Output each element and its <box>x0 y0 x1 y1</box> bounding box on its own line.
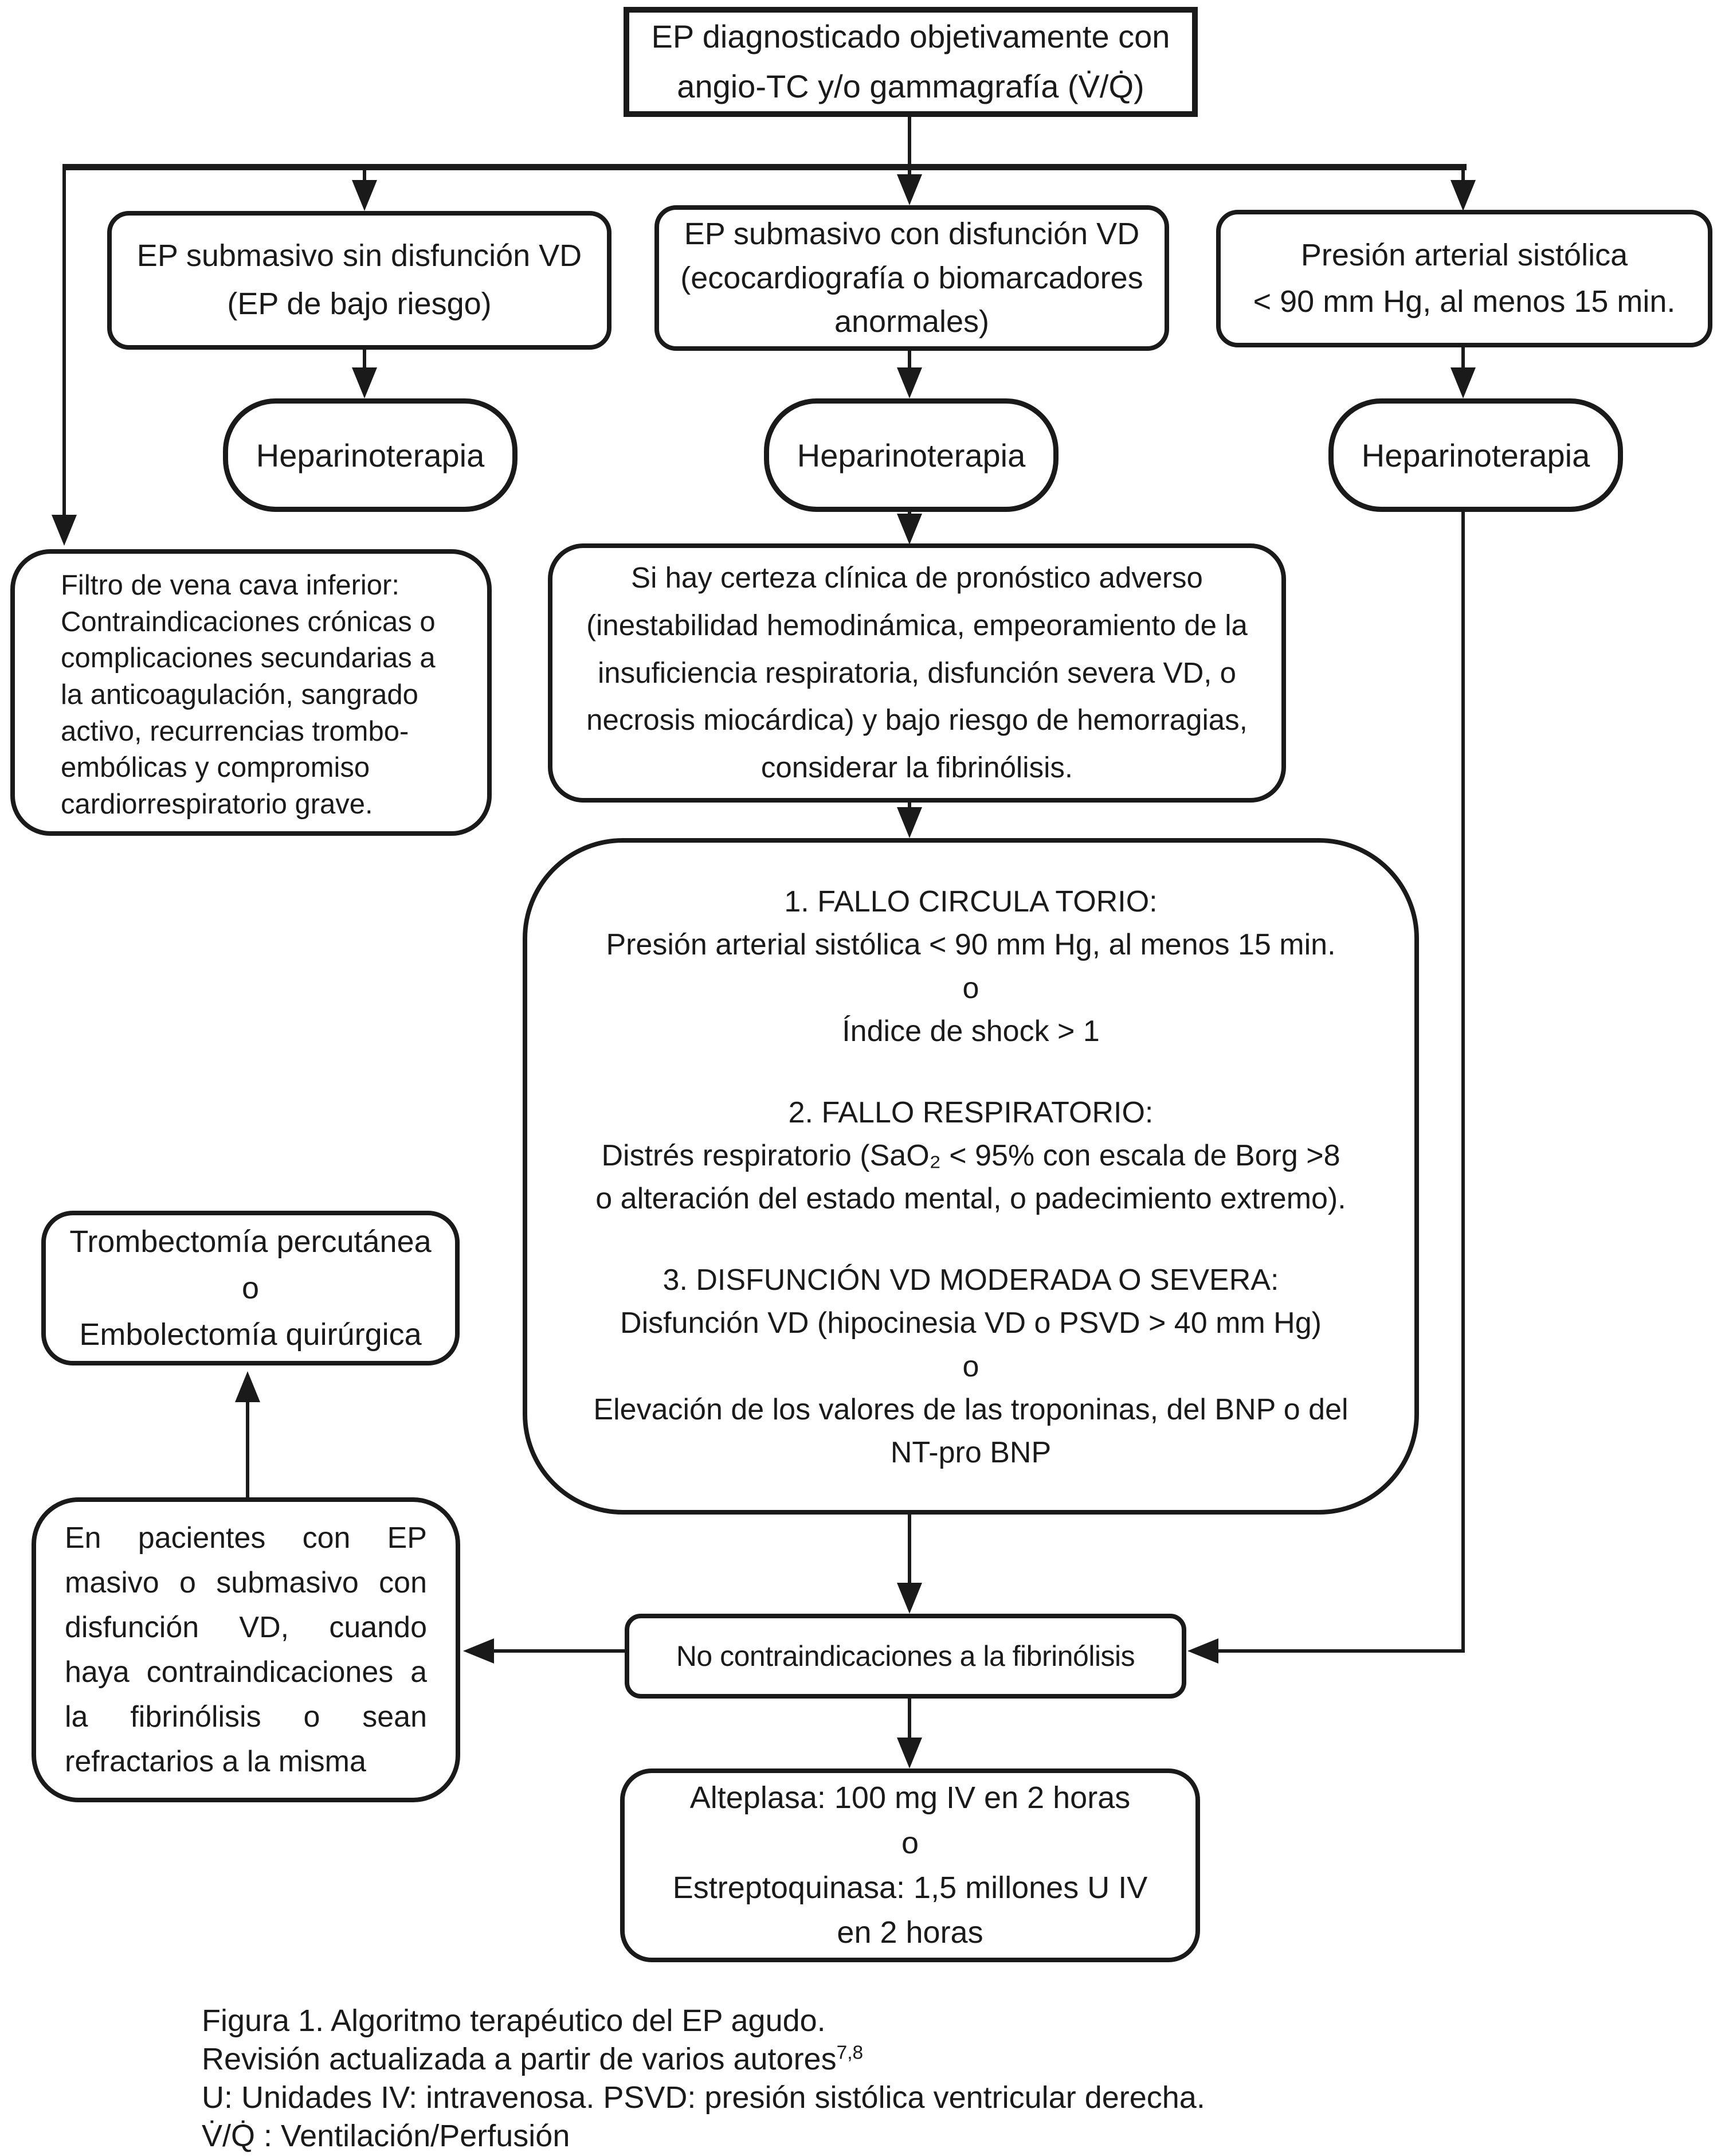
connector-drop-a <box>363 167 366 183</box>
arrowhead-to-submasivo-sin <box>352 180 377 211</box>
node-heparinoterapia-3: Heparinoterapia <box>1328 398 1623 512</box>
node-alteplasa-estreptoquinasa: Alteplasa: 100 mg IV en 2 horas o Estrep… <box>620 1768 1200 1962</box>
criterio-fallo-circulatorio: 1. FALLO CIRCULA TORIO: Presión arterial… <box>606 885 1336 1048</box>
node-presion-arterial-sistolica: Presión arterial sistólica < 90 mm Hg, a… <box>1216 210 1712 347</box>
caption-line-4: V̇/Q̇ : Ventilación/Perfusión <box>202 2118 570 2153</box>
criterio-fallo-respiratorio: 2. FALLO RESPIRATORIO: Distrés respirato… <box>595 1095 1346 1216</box>
node-no-contraindicaciones-label: No contraindicaciones a la fibrinólisis <box>676 1640 1135 1672</box>
node-alteplasa-estreptoquinasa-label: Alteplasa: 100 mg IV en 2 horas o Estrep… <box>672 1781 1148 1950</box>
node-pacientes-contraindicaciones: En pacientes con EP masivo o submasivo c… <box>32 1497 460 1802</box>
arrowhead-to-heparin2 <box>897 367 922 398</box>
arrowhead-to-hipotension <box>1450 180 1476 211</box>
node-heparinoterapia-1-label: Heparinoterapia <box>256 437 485 474</box>
connector-c-to-heparin3 <box>1461 347 1465 370</box>
node-ep-submasivo-sin-disfuncion-label: EP submasivo sin disfunción VD (EP de ba… <box>136 238 582 321</box>
connector-drop-c <box>1461 167 1465 183</box>
arrowhead-to-trombectomia <box>235 1371 260 1402</box>
node-ep-diagnosticado-label: EP diagnosticado objetivamente con angio… <box>651 18 1170 104</box>
caption-line-1: Figura 1. Algoritmo terapéutico del EP a… <box>202 2004 826 2038</box>
node-heparinoterapia-2: Heparinoterapia <box>764 398 1059 512</box>
node-filtro-vena-cava-label: Filtro de vena cava inferior: Contraindi… <box>61 570 436 820</box>
arrowhead-to-heparin3 <box>1450 367 1476 398</box>
caption-line-3: U: Unidades IV: intravenosa. PSVD: presi… <box>202 2080 1205 2115</box>
arrowhead-to-submasivo-con <box>897 174 922 205</box>
figure-caption: Figura 1. Algoritmo terapéutico del EP a… <box>202 2002 1205 2155</box>
connector-drop-b <box>908 164 911 177</box>
connector-heparin3-long-vertical <box>1461 511 1465 1653</box>
node-filtro-vena-cava: Filtro de vena cava inferior: Contraindi… <box>10 549 492 836</box>
connector-no-contra-to-tromboliticos <box>908 1697 911 1739</box>
arrowhead-to-heparin1 <box>352 367 377 398</box>
arrowhead-to-no-contra-right <box>1187 1638 1218 1664</box>
node-heparinoterapia-2-label: Heparinoterapia <box>797 437 1026 474</box>
criterio-disfuncion-vd: 3. DISFUNCIÓN VD MODERADA O SEVERA: Disf… <box>593 1263 1348 1470</box>
node-trombectomia-embolectomia-label: Trombectomía percutánea o Embolectomía q… <box>69 1224 432 1352</box>
connector-b-to-heparin2 <box>908 351 911 370</box>
node-ep-submasivo-con-disfuncion-label: EP submasivo con disfunción VD (ecocardi… <box>680 216 1143 339</box>
caption-line-2-text: Revisión actualizada a partir de varios … <box>202 2041 837 2076</box>
arrowhead-to-tromboliticos <box>897 1738 922 1768</box>
caption-line-2-references: 7,8 <box>836 2042 864 2064</box>
connector-pacientes-to-trombectomia <box>246 1399 249 1497</box>
connector-criterios-to-no-contra <box>908 1513 911 1584</box>
node-no-contraindicaciones: No contraindicaciones a la fibrinólisis <box>625 1614 1186 1699</box>
caption-line-2: Revisión actualizada a partir de varios … <box>202 2040 1205 2079</box>
connector-distributor <box>62 164 1467 170</box>
node-ep-submasivo-sin-disfuncion: EP submasivo sin disfunción VD (EP de ba… <box>107 211 611 350</box>
node-trombectomia-embolectomia: Trombectomía percutánea o Embolectomía q… <box>41 1211 460 1365</box>
connector-a-to-heparin1 <box>363 350 366 370</box>
node-heparinoterapia-1: Heparinoterapia <box>223 398 518 512</box>
connector-certeza-to-criterios <box>908 801 911 809</box>
arrowhead-to-filtro <box>52 515 77 546</box>
connector-left-branch <box>62 164 66 516</box>
node-certeza-clinica-fibrinolisis-label: Si hay certeza clínica de pronóstico adv… <box>586 561 1248 784</box>
node-ep-diagnosticado: EP diagnosticado objetivamente con angio… <box>624 7 1198 117</box>
node-pacientes-contraindicaciones-label: En pacientes con EP masivo o submasivo c… <box>65 1521 427 1778</box>
node-ep-submasivo-con-disfuncion: EP submasivo con disfunción VD (ecocardi… <box>654 205 1169 351</box>
node-presion-arterial-sistolica-label: Presión arterial sistólica < 90 mm Hg, a… <box>1253 238 1676 319</box>
arrowhead-to-criterios <box>897 807 922 838</box>
node-certeza-clinica-fibrinolisis: Si hay certeza clínica de pronóstico adv… <box>548 543 1286 803</box>
connector-top-vertical <box>908 115 911 166</box>
arrowhead-to-no-contra <box>897 1583 922 1614</box>
node-criterios-gravedad: 1. FALLO CIRCULA TORIO: Presión arterial… <box>523 838 1419 1515</box>
arrowhead-to-certeza <box>897 514 922 545</box>
node-heparinoterapia-3-label: Heparinoterapia <box>1361 437 1590 474</box>
arrowhead-to-pacientes <box>463 1638 494 1664</box>
connector-heparin3-horizontal <box>1217 1649 1465 1653</box>
connector-no-contra-to-pacientes <box>493 1649 626 1653</box>
